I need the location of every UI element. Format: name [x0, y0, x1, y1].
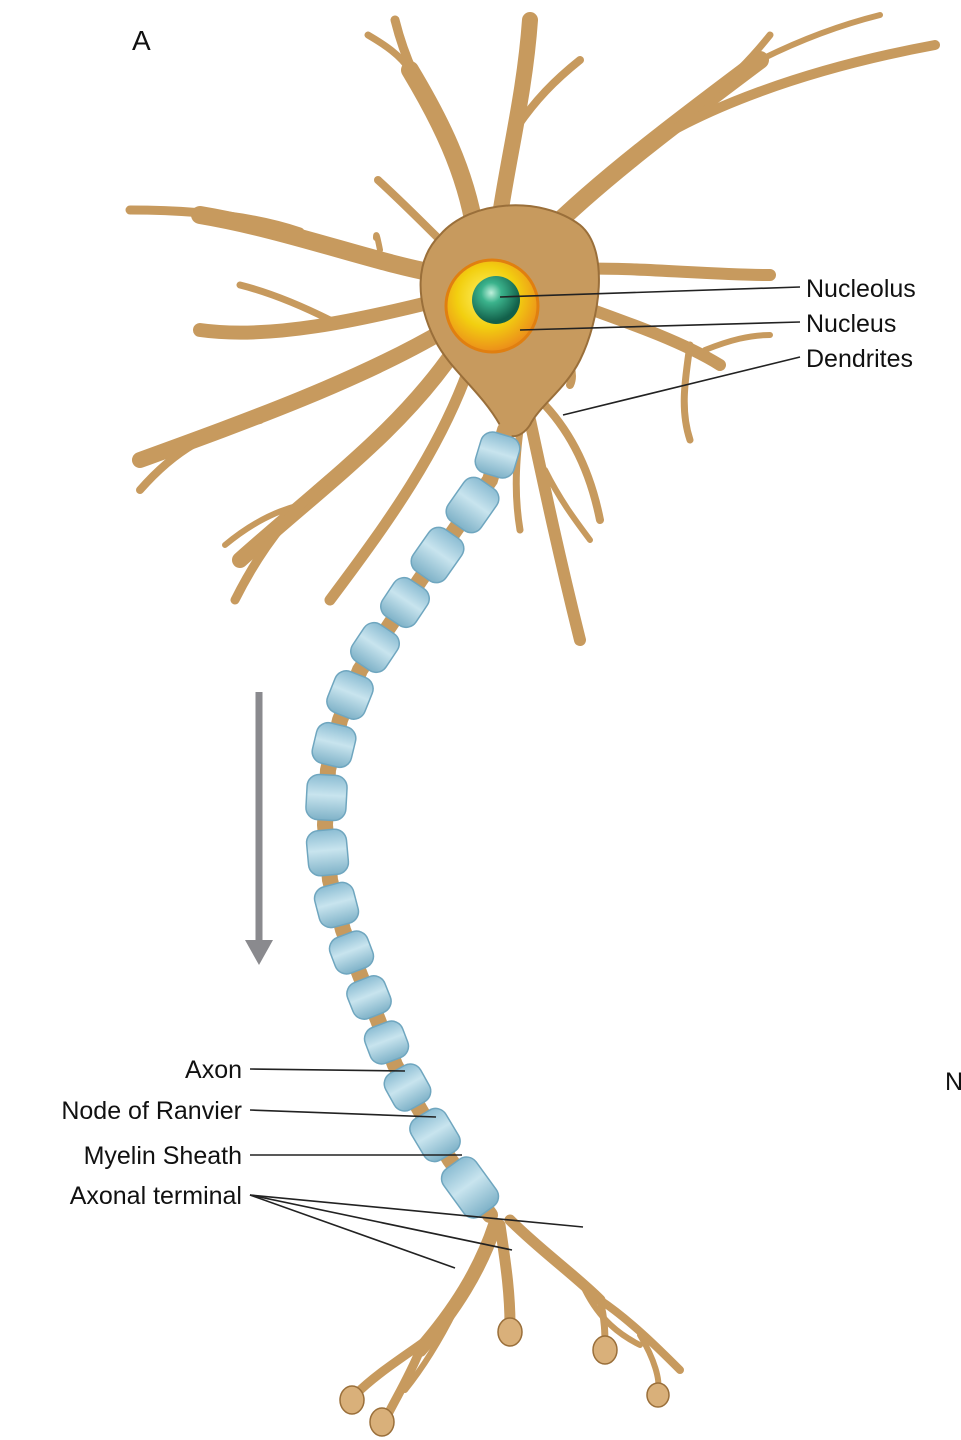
myelin-segment: [305, 774, 347, 821]
nucleolus: [472, 276, 520, 324]
myelin-segment: [361, 1018, 412, 1068]
edge-glyph: N: [945, 1068, 961, 1096]
panel-letter: A: [132, 25, 151, 56]
label-myelin-sheath: Myelin Sheath: [84, 1142, 242, 1170]
label-node-of-ranvier: Node of Ranvier: [61, 1097, 242, 1125]
signal-direction-arrow: [245, 692, 273, 965]
myelin-segment: [323, 667, 376, 723]
label-nucleolus: Nucleolus: [806, 275, 916, 303]
myelin-segment: [343, 972, 394, 1023]
label-axonal-terminal: Axonal terminal: [70, 1182, 242, 1210]
myelin-segment: [310, 720, 359, 770]
myelin-segment: [306, 828, 350, 877]
myelin-segment: [312, 880, 361, 930]
myelin-segment: [326, 928, 377, 978]
label-dendrites: Dendrites: [806, 345, 913, 373]
label-nucleus: Nucleus: [806, 310, 896, 338]
label-axon: Axon: [185, 1056, 242, 1084]
axon: [305, 429, 522, 1223]
